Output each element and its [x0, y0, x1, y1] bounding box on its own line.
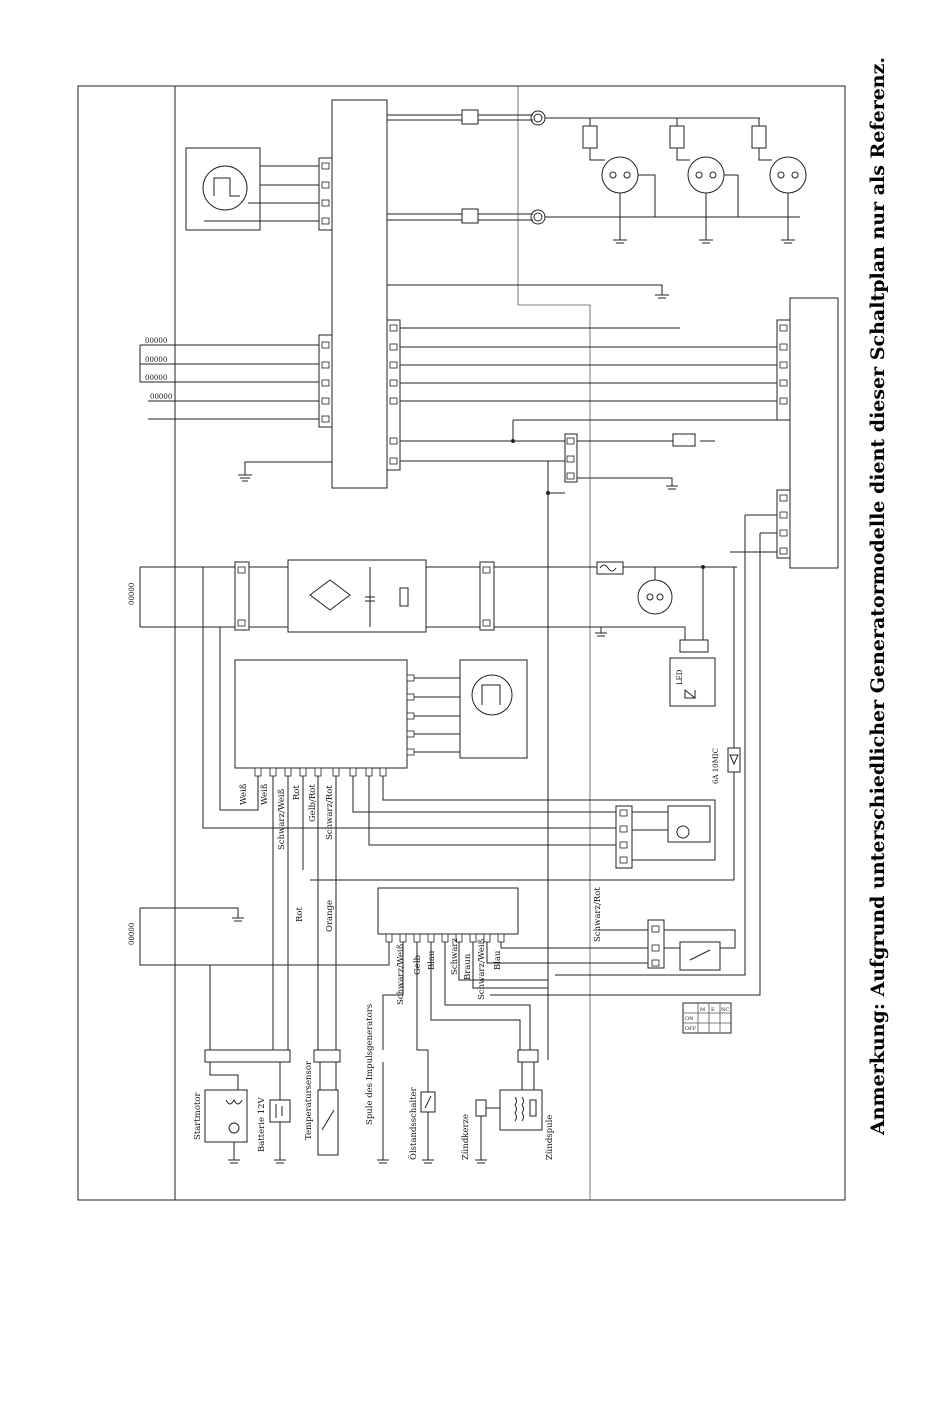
- wire-label-orange: Orange: [325, 900, 335, 932]
- label-impulsgenerator: Spule des Impulsgenerators: [365, 1004, 375, 1125]
- inverter-wires: [202, 567, 716, 1050]
- svg-text:00000: 00000: [128, 923, 136, 945]
- label-batterie: Batterie 12V: [257, 1096, 267, 1152]
- frequency-meter: [185, 147, 319, 231]
- wire-label-schwarz-rot-right: Schwarz/Rot: [593, 887, 603, 942]
- switch-table: M E NC ON OFF: [682, 1002, 732, 1034]
- throttle-control-box: [789, 297, 839, 569]
- svg-text:00000: 00000: [128, 583, 136, 605]
- wire-label-ecm-blau-2: Blau: [493, 950, 503, 970]
- wire-label-rot-lower: Rot: [295, 906, 305, 922]
- led-label: LED: [676, 669, 684, 685]
- bottom-connectors: [204, 1049, 543, 1164]
- wire-label-ecm-schwarz-weiss-2: Schwarz/Weiß: [477, 938, 487, 1000]
- switch-table-header-m: M: [700, 1007, 705, 1013]
- svg-text:00000: 00000: [145, 337, 167, 345]
- inverter-bottom-pins: [254, 767, 387, 777]
- svg-text:00000: 00000: [145, 356, 167, 364]
- switch-table-row-on: ON: [685, 1016, 694, 1022]
- ac-output-section: [387, 109, 807, 299]
- right-components: [310, 461, 777, 1060]
- switch-table-row-off: OFF: [685, 1026, 697, 1032]
- main-control-box: [331, 99, 388, 489]
- engine-control-module: [377, 887, 519, 935]
- svg-text:00000: 00000: [150, 393, 172, 401]
- switch-table-header-e: E: [711, 1007, 715, 1013]
- wire-label-ecm-gelb: Gelb: [413, 954, 423, 975]
- wire-label-rot: Rot: [292, 784, 302, 800]
- stator-coils-top: 00000 00000 00000 00000: [139, 337, 319, 420]
- wire-label-weiss-2: Weiß: [260, 783, 270, 805]
- wire-label-weiss-1: Weiß: [239, 783, 249, 805]
- diagram-frame: [77, 85, 846, 1201]
- inverter-right-pins: [406, 659, 528, 759]
- main-box-right-pins: [386, 319, 401, 471]
- wire-label-schwarz-rot: Schwarz/Rot: [325, 785, 335, 840]
- wire-label-ecm-braun: Braun: [463, 953, 473, 980]
- main-box-left-pins: [318, 157, 333, 428]
- ground-symbol: [238, 474, 252, 482]
- wire-label-gelb-rot: Gelb/Rot: [308, 784, 318, 822]
- ecm-wires: 00000: [128, 907, 548, 1051]
- rectifier-section: 00000: [128, 559, 737, 707]
- label-oelstandsschalter: Ölstandsschalter: [407, 1086, 419, 1160]
- reference-note: Anmerkung: Aufgrund unterschiedlicher Ge…: [867, 57, 889, 1136]
- wire-label-ecm-schwarz-weiss: Schwarz/Weiß: [396, 943, 406, 1005]
- wire-label-ecm-blau: Blau: [427, 950, 437, 970]
- wire-label-ecm-schwarz: Schwarz: [450, 938, 460, 975]
- switch-table-header-nc: NC: [721, 1007, 729, 1013]
- label-zuendspule: Zündspule: [545, 1115, 555, 1160]
- label-zuendkerze: Zündkerze: [461, 1114, 471, 1160]
- wire-label-schwarz-weiss: Schwarz/Weiß: [277, 788, 287, 850]
- inverter-module: [234, 659, 408, 769]
- label-temperatursensor: Temperatursensor: [304, 1060, 314, 1140]
- right-box-pins: [776, 319, 791, 559]
- svg-text:00000: 00000: [145, 374, 167, 382]
- label-startmotor: Startmotor: [193, 1092, 203, 1140]
- fuse-rating-label: 6A 10MIC: [712, 748, 720, 784]
- main-to-right-wires: [400, 327, 777, 490]
